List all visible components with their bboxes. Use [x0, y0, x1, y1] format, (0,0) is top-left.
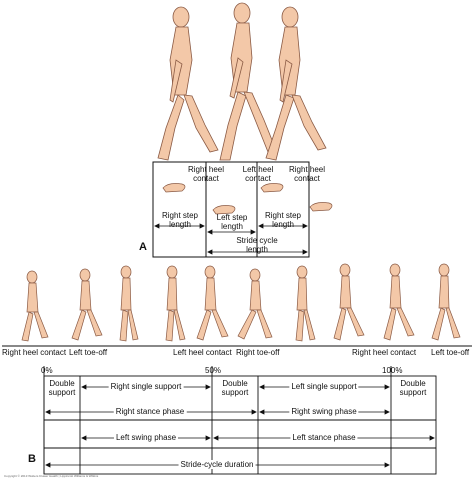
left-step-length-label: Left step length	[216, 213, 248, 231]
event-right-toe-off: Right toe-off	[236, 348, 280, 357]
event-right-heel-contact-2: Right heel contact	[352, 348, 417, 357]
panel-b-figure-10	[431, 263, 461, 341]
right-stance-phase: Right stance phase	[113, 407, 187, 416]
left-swing-phase: Left swing phase	[113, 433, 179, 442]
panel-b-figure-8	[333, 263, 365, 341]
stride-cycle-duration: Stride-cycle duration	[178, 460, 256, 469]
panel-b-figure-1	[21, 270, 49, 342]
right-step-length-label-2: Right step length	[264, 211, 302, 229]
event-left-toe-off-2: Left toe-off	[431, 348, 470, 357]
percent-50: 50%	[205, 366, 222, 375]
panel-b-figure-5	[196, 265, 229, 341]
left-single-support: Left single support	[289, 382, 359, 391]
right-step-length-label: Right step length	[161, 211, 199, 229]
left-heel-contact-label-a: Left heel contact	[242, 165, 274, 183]
panel-b-timeline	[2, 345, 472, 475]
panel-a-figure-2	[219, 2, 277, 161]
panel-a-figure-3	[265, 6, 327, 161]
event-left-heel-contact: Left heel contact	[173, 348, 232, 357]
double-support-3: Double support	[399, 379, 427, 397]
panel-b-label: B	[28, 453, 36, 465]
stride-cycle-length-label: Stride cycle length	[236, 236, 278, 254]
double-support-1: Double support	[48, 379, 76, 397]
copyright-notice: Copyright © 2013 Wolters Kluwer Health |…	[4, 474, 99, 478]
panel-a-label: A	[139, 241, 147, 253]
panel-a-box	[152, 161, 310, 258]
panel-b-figure-4	[165, 265, 186, 342]
panel-b-figure-6	[237, 268, 273, 340]
panel-b-figure-2	[71, 268, 103, 341]
panel-b-figure-9	[383, 263, 415, 341]
percent-100: 100%	[382, 366, 403, 375]
right-swing-phase: Right swing phase	[289, 407, 359, 416]
panel-b-figure-7	[295, 265, 316, 342]
double-support-2: Double support	[221, 379, 249, 397]
panel-b-figures	[21, 263, 461, 342]
panel-a-arrows	[154, 223, 308, 255]
event-left-toe-off: Left toe-off	[69, 348, 108, 357]
left-stance-phase: Left stance phase	[290, 433, 358, 442]
footprints	[162, 183, 333, 215]
right-heel-contact-label-a: Right heel contact	[187, 165, 225, 183]
panel-a-figure-1	[157, 6, 219, 161]
percent-0: 0%	[41, 366, 53, 375]
panel-b-arrows	[45, 384, 435, 468]
right-heel-contact-label-a-2: Right heel contact	[288, 165, 326, 183]
event-right-heel-contact: Right heel contact	[2, 348, 67, 357]
right-single-support: Right single support	[108, 382, 184, 391]
panel-b-figure-3	[119, 265, 139, 342]
